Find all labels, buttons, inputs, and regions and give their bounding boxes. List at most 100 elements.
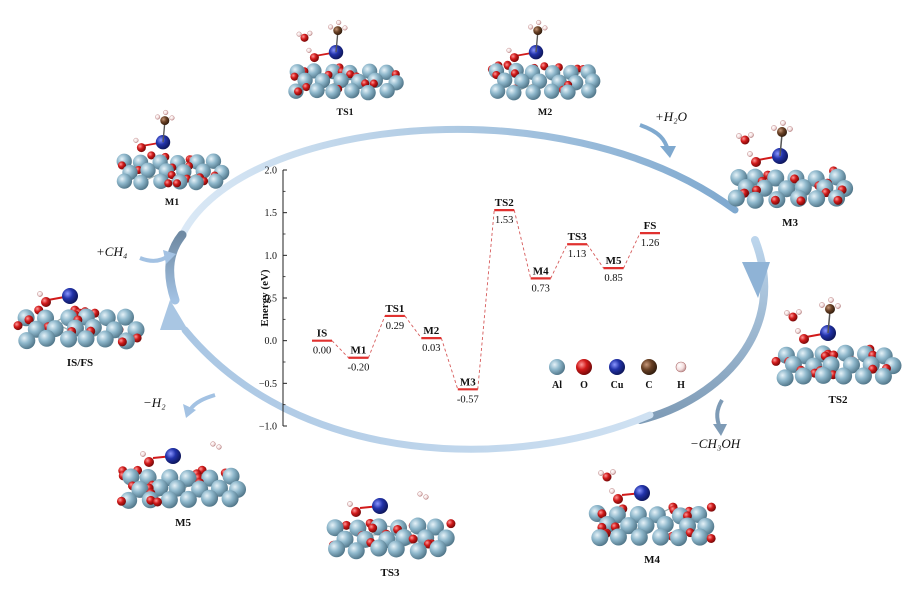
al-atom xyxy=(767,169,785,187)
h-atom xyxy=(296,31,302,37)
structure-label-TS1: TS1 xyxy=(336,107,353,118)
h-atom xyxy=(787,126,793,132)
al-atom xyxy=(221,490,239,508)
al-atom xyxy=(344,83,360,99)
al-atom xyxy=(670,529,688,547)
al-atom xyxy=(656,515,674,533)
level-name-M3: M3 xyxy=(460,376,476,388)
al-atom xyxy=(201,489,219,507)
structure-TS2: TS2 xyxy=(771,297,902,406)
al-atom xyxy=(96,330,114,348)
reaction-label-h2: −H₂ xyxy=(143,395,166,410)
h-atom xyxy=(140,451,146,457)
al-atom xyxy=(874,367,892,385)
h-atom xyxy=(528,24,534,30)
structure-M3: M3 xyxy=(727,120,854,229)
al-atom xyxy=(325,83,341,100)
o-atom xyxy=(302,83,311,92)
o-atom xyxy=(706,502,716,512)
structure-M4: M4 xyxy=(588,469,716,566)
connector-M5-FS xyxy=(623,232,641,269)
level-name-M5: M5 xyxy=(606,255,622,267)
al-atom xyxy=(18,332,36,350)
structure-TS3: TS3 xyxy=(326,491,456,579)
cu-atom xyxy=(62,288,78,304)
al-atom xyxy=(387,540,405,558)
structure-M2: M2 xyxy=(487,19,601,118)
al-atom xyxy=(514,73,530,89)
al-atom xyxy=(560,84,576,100)
h-atom xyxy=(336,19,342,26)
al-atom xyxy=(525,84,541,101)
o-atom xyxy=(117,337,127,347)
reaction-label-ch3oh: −CH₃OH xyxy=(690,436,741,451)
al-atom xyxy=(794,367,812,385)
connector-TS1-M2 xyxy=(404,315,422,339)
legend-atom-O xyxy=(576,359,592,375)
al-atom xyxy=(179,490,197,508)
connector-M2-M3 xyxy=(440,337,459,390)
o-atom xyxy=(602,472,612,482)
o-atom xyxy=(509,53,519,63)
o-atom xyxy=(13,321,23,331)
legend-label-Cu: Cu xyxy=(611,380,624,391)
o-atom xyxy=(833,195,843,205)
c-atom xyxy=(825,304,835,314)
o-atom xyxy=(346,70,355,79)
al-atom xyxy=(378,64,395,80)
level-value-M2: 0.03 xyxy=(422,343,440,354)
al-atom xyxy=(854,367,872,385)
connector-M3-TS2 xyxy=(477,210,495,390)
level-value-IS: 0.00 xyxy=(313,346,331,357)
connector-IS-M1 xyxy=(331,340,349,359)
o-atom xyxy=(153,497,163,507)
o-atom xyxy=(290,72,299,81)
o-atom xyxy=(294,87,303,96)
al-atom xyxy=(127,321,145,339)
level-name-FS: FS xyxy=(644,220,657,232)
arrow-h2o-head xyxy=(660,146,676,158)
level-name-TS2: TS2 xyxy=(495,197,514,209)
connector-TS2-M4 xyxy=(513,210,532,279)
connector-M1-TS1 xyxy=(368,315,386,358)
h-atom xyxy=(133,137,139,143)
h-atom xyxy=(306,47,312,53)
reaction-label-h2o: +H₂O xyxy=(655,109,688,124)
cycle-arc-bottom xyxy=(181,326,654,453)
level-name-TS1: TS1 xyxy=(385,303,404,315)
o-atom xyxy=(796,196,806,206)
al-atom xyxy=(691,528,709,546)
arrow-ch4 xyxy=(139,254,170,263)
y-ticks: 2.01.51.00.50.0−0.5−1.0 xyxy=(259,166,287,433)
o-atom xyxy=(770,195,780,205)
cu-atom xyxy=(165,448,181,464)
o-atom xyxy=(368,523,378,533)
reaction-arrows: +H₂O +CH₄ −H₂ −CH₃OH xyxy=(96,109,741,451)
o-atom xyxy=(147,151,156,160)
reaction-label-ch4: +CH₄ xyxy=(96,244,128,259)
h-atom xyxy=(609,488,615,494)
al-atom xyxy=(620,517,638,535)
o-atom xyxy=(132,333,142,343)
cycle-arc-top xyxy=(176,126,739,244)
connector-lines xyxy=(331,210,641,390)
y-tick-label: 0.5 xyxy=(265,294,278,305)
al-atom xyxy=(38,329,56,347)
o-atom xyxy=(706,533,716,543)
cu-c-bond xyxy=(335,32,339,53)
o-atom xyxy=(408,534,418,544)
al-atom xyxy=(151,479,169,497)
al-atom xyxy=(581,83,597,99)
al-atom xyxy=(429,540,447,558)
level-name-TS3: TS3 xyxy=(568,231,587,243)
h-atom xyxy=(771,125,777,131)
legend-atom-C xyxy=(641,359,657,375)
o-atom xyxy=(117,161,127,170)
al-atom xyxy=(328,540,346,558)
level-name-M1: M1 xyxy=(350,345,366,357)
y-axis-title: Energy (eV) xyxy=(259,269,271,326)
o-atom xyxy=(740,135,750,145)
